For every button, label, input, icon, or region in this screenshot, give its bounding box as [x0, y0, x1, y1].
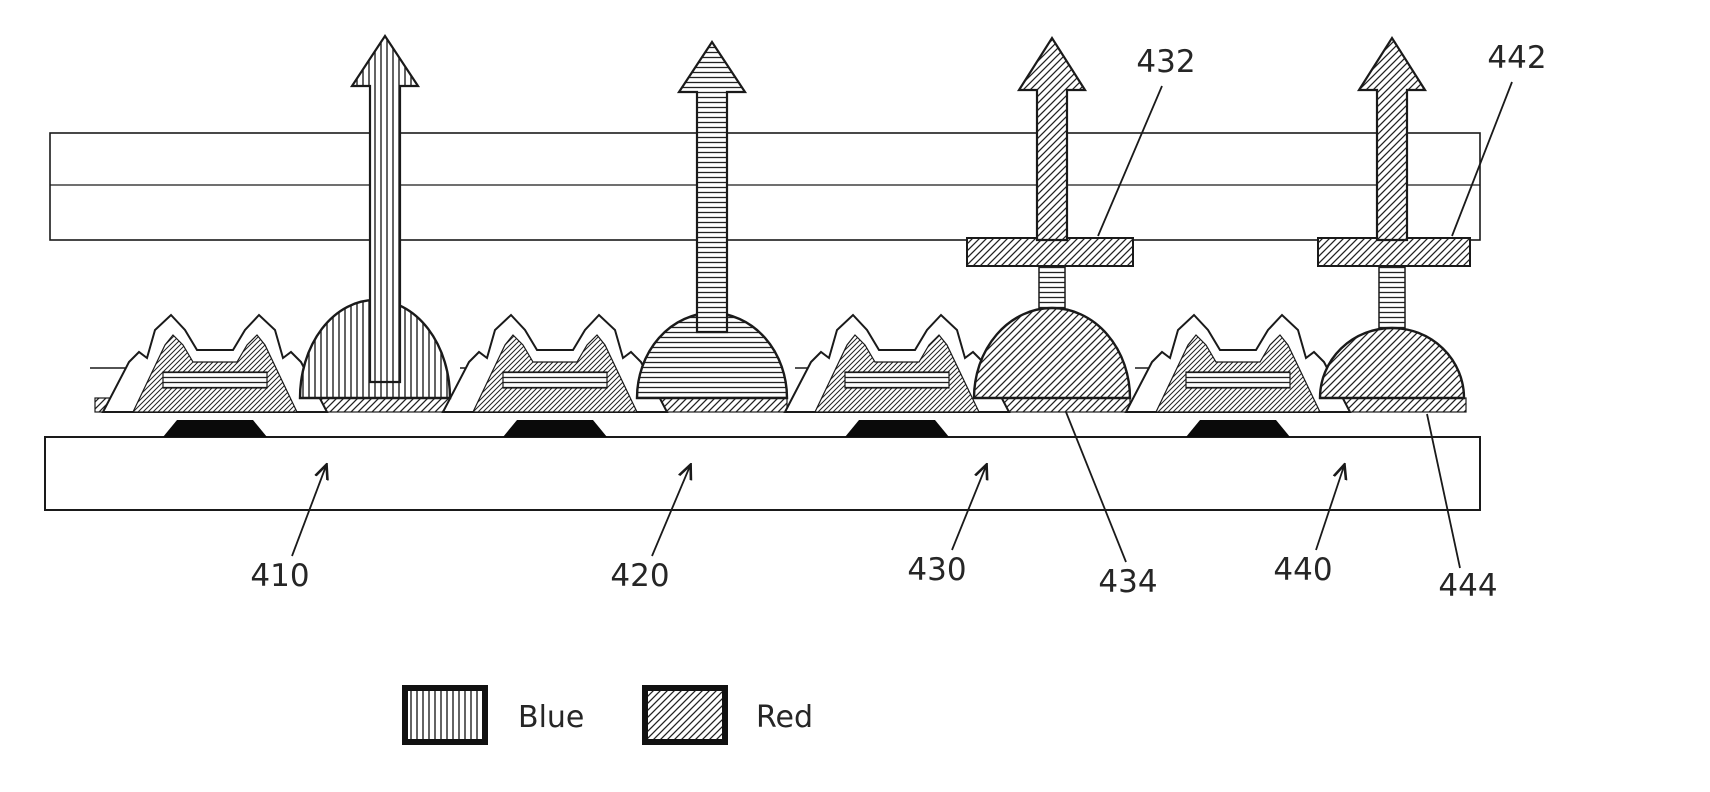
- ref-label-442: 442: [1487, 40, 1546, 76]
- emission-arrow-3: [1016, 35, 1088, 242]
- dome-red-4: [1318, 326, 1466, 400]
- legend-swatch-red: [642, 685, 728, 745]
- semiconductor-island-1: [163, 420, 267, 437]
- ref-label-444: 444: [1438, 568, 1497, 604]
- contact-plate-442: [1317, 237, 1471, 331]
- semiconductor-island-2: [503, 420, 607, 437]
- tft-structure-4: [1124, 313, 1352, 413]
- leader-line-410: [291, 466, 326, 557]
- ref-label-420: 420: [610, 558, 669, 594]
- emission-arrow-4: [1356, 35, 1428, 242]
- ref-label-434: 434: [1098, 564, 1157, 600]
- semiconductor-islands: [163, 420, 1290, 437]
- reference-numerals: 410 420 430 434 440 444 432 442: [250, 40, 1546, 604]
- tft-gate-line: [1185, 371, 1291, 389]
- leader-line-430: [951, 466, 986, 551]
- contact-plate-4: [1317, 237, 1471, 267]
- tft-structure-3: [783, 313, 1011, 413]
- legend-label-blue: Blue: [518, 700, 584, 735]
- legend: Blue Red: [402, 685, 813, 745]
- leader-lines: [291, 81, 1513, 569]
- cover-layer-outline: [49, 132, 1481, 241]
- semiconductor-island-4: [1186, 420, 1290, 437]
- leader-line-442: [1451, 81, 1513, 237]
- tft-gate-line: [844, 371, 950, 389]
- contact-plate-3: [966, 237, 1134, 267]
- tft-structure-1: [101, 313, 329, 413]
- substrate: [44, 436, 1481, 511]
- contact-plate-432: [966, 237, 1134, 315]
- leader-line-434: [1065, 411, 1127, 563]
- legend-swatch-blue: [402, 685, 488, 745]
- leader-line-440: [1315, 466, 1344, 551]
- ref-label-410: 410: [250, 558, 309, 594]
- tft-gate-line: [162, 371, 268, 389]
- leader-line-420: [651, 466, 690, 557]
- encapsulation-layers: [49, 132, 1481, 241]
- emission-arrow-1: [349, 34, 421, 384]
- substrate-outline: [44, 436, 1481, 511]
- emission-arrows: [349, 34, 1428, 384]
- semiconductor-island-3: [845, 420, 949, 437]
- tft-gate-line: [502, 371, 608, 389]
- dome-red-3: [972, 306, 1132, 400]
- ref-label-440: 440: [1273, 552, 1332, 588]
- leader-line-444: [1426, 413, 1461, 569]
- leader-line-432: [1097, 85, 1163, 237]
- contact-stem-4: [1378, 265, 1406, 331]
- tft-structure-2: [441, 313, 669, 413]
- ref-label-430: 430: [907, 552, 966, 588]
- legend-label-red: Red: [756, 700, 813, 735]
- ref-label-432: 432: [1136, 44, 1195, 80]
- emission-arrow-2: [676, 40, 748, 334]
